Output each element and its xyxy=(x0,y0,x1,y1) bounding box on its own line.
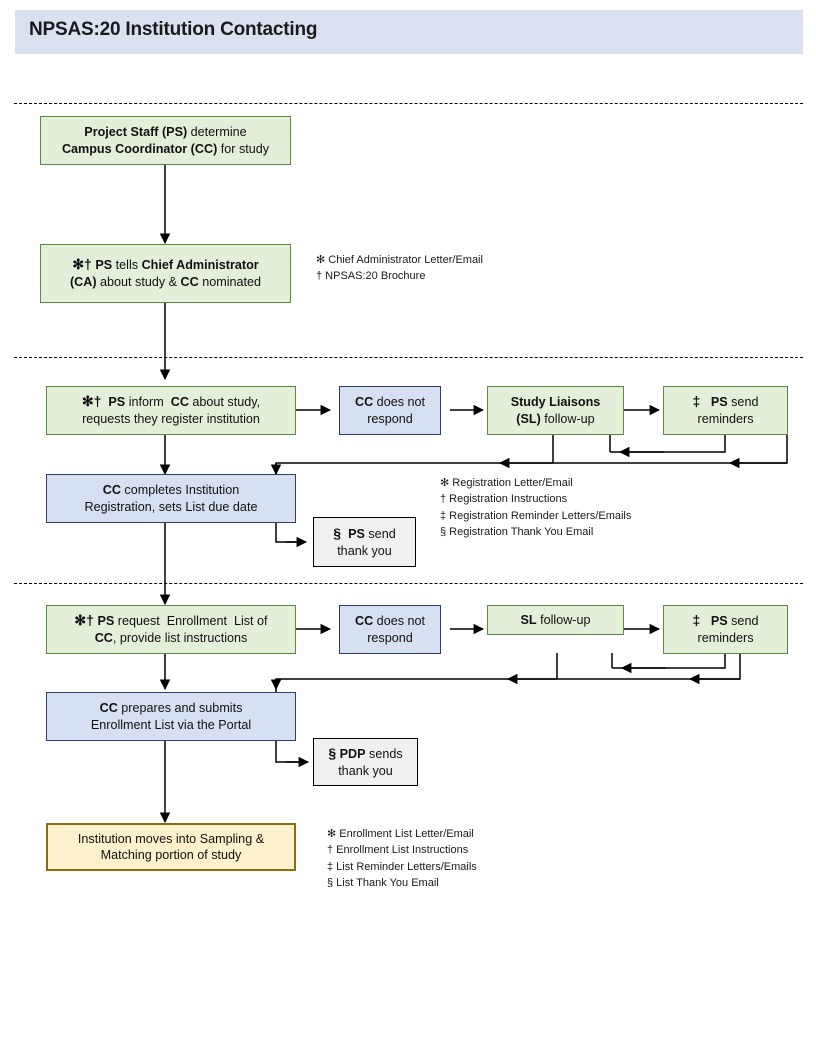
node-line: ✻† PS request Enrollment List of xyxy=(74,612,268,629)
node-pdp-sends-thank-you[interactable]: § PDP sends thank you xyxy=(313,738,418,786)
node-line: reminders xyxy=(697,412,754,427)
node-line: CC completes Institution xyxy=(102,483,240,498)
node-line: ✻† PS tells Chief Administrator xyxy=(72,256,259,273)
node-cc-completes-registration[interactable]: CC completes Institution Registration, s… xyxy=(46,474,296,523)
legend-section-3: ✻ Enrollment List Letter/Email † Enrollm… xyxy=(327,826,477,891)
node-ps-send-thank-you[interactable]: § PS send thank you xyxy=(313,517,416,567)
node-line: CC, provide list instructions xyxy=(94,631,248,646)
node-line: § PDP sends xyxy=(328,744,403,761)
node-line: CC does not xyxy=(354,614,426,629)
legend-section-2: ✻ Registration Letter/Email † Registrati… xyxy=(440,475,631,540)
node-line: Campus Coordinator (CC) for study xyxy=(61,141,270,156)
node-line: Enrollment List via the Portal xyxy=(90,717,252,732)
node-ps-send-reminders-2[interactable]: ‡ PS send reminders xyxy=(663,605,788,654)
node-sl-followup[interactable]: SL follow-up xyxy=(487,605,624,635)
node-line: CC does not xyxy=(354,395,426,410)
node-line: Registration, sets List due date xyxy=(84,499,258,514)
legend-item: † Enrollment List Instructions xyxy=(327,844,469,857)
node-cc-does-not-respond-1[interactable]: CC does not respond xyxy=(339,386,441,435)
node-line: § PS send xyxy=(333,524,396,541)
node-line: Study Liaisons xyxy=(510,395,601,410)
node-line: SL follow-up xyxy=(520,612,591,627)
page-title-bar: NPSAS:20 Institution Contacting xyxy=(15,10,803,54)
node-cc-does-not-respond-2[interactable]: CC does not respond xyxy=(339,605,441,654)
node-cc-submits-enrollment-list[interactable]: CC prepares and submits Enrollment List … xyxy=(46,692,296,741)
legend-item: ‡ List Reminder Letters/Emails xyxy=(327,860,477,873)
legend-item: ✻ Registration Letter/Email xyxy=(440,477,573,489)
node-ps-inform-cc-register[interactable]: ✻† PS inform CC about study, requests th… xyxy=(46,386,296,435)
node-line: reminders xyxy=(697,631,754,646)
node-line: respond xyxy=(367,411,413,426)
node-line: ✻† PS inform CC about study, xyxy=(81,393,261,410)
legend-item: † NPSAS:20 Brochure xyxy=(316,270,426,283)
legend-item: ✻ Enrollment List Letter/Email xyxy=(327,828,474,840)
node-ps-request-enrollment-list[interactable]: ✻† PS request Enrollment List of CC, pro… xyxy=(46,605,296,654)
section-separator-1 xyxy=(14,103,803,104)
legend-item: § Registration Thank You Email xyxy=(440,525,594,538)
node-line: thank you xyxy=(337,543,392,558)
node-line: ‡ PS send xyxy=(692,612,759,629)
section-separator-3 xyxy=(14,583,803,584)
node-institution-sampling-matching[interactable]: Institution moves into Sampling & Matchi… xyxy=(46,823,296,871)
node-line: (CA) about study & CC nominated xyxy=(69,275,262,290)
node-line: Institution moves into Sampling & xyxy=(77,831,265,846)
legend-item: † Registration Instructions xyxy=(440,493,568,506)
legend-item: ✻ Chief Administrator Letter/Email xyxy=(316,254,483,266)
node-ps-tells-ca[interactable]: ✻† PS tells Chief Administrator (CA) abo… xyxy=(40,244,291,303)
node-line: ‡ PS send xyxy=(692,393,759,410)
legend-section-1: ✻ Chief Administrator Letter/Email † NPS… xyxy=(316,252,483,285)
node-line: requests they register institution xyxy=(82,412,260,427)
section-separator-2 xyxy=(14,357,803,358)
node-line: thank you xyxy=(338,763,393,778)
legend-item: § List Thank You Email xyxy=(327,876,439,889)
node-ps-send-reminders-1[interactable]: ‡ PS send reminders xyxy=(663,386,788,435)
node-line: respond xyxy=(367,630,413,645)
node-line: Project Staff (PS) determine xyxy=(84,125,247,140)
node-study-liaisons-followup[interactable]: Study Liaisons (SL) follow-up xyxy=(487,386,624,435)
page-title: NPSAS:20 Institution Contacting xyxy=(29,19,318,40)
node-line: (SL) follow-up xyxy=(516,411,595,426)
node-ps-determine-cc[interactable]: Project Staff (PS) determine Campus Coor… xyxy=(40,116,291,165)
node-line: CC prepares and submits xyxy=(99,701,243,716)
legend-item: ‡ Registration Reminder Letters/Emails xyxy=(440,509,632,522)
node-line: Matching portion of study xyxy=(100,848,242,862)
